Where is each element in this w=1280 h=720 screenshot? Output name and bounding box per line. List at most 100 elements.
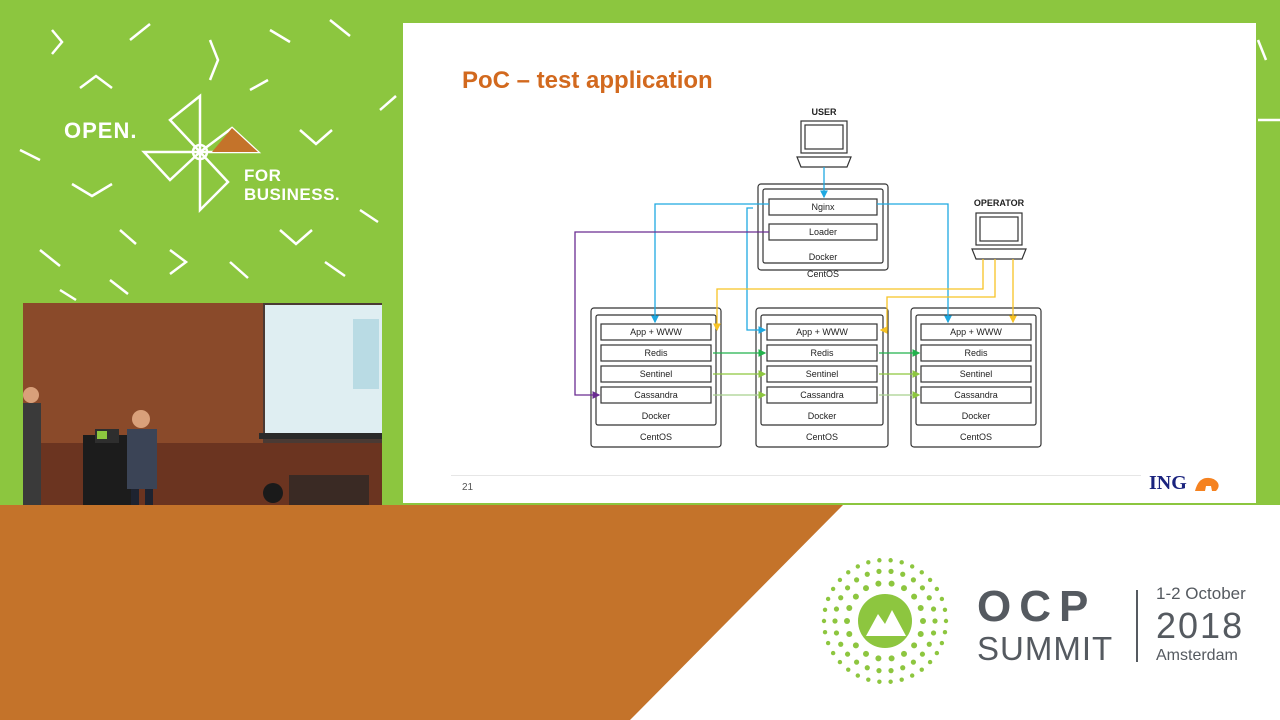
emblem-dot: [911, 642, 918, 649]
cluster-node-2: App + WWW Redis Sentinel Cassandra Docke…: [755, 307, 889, 448]
nginx-to-node3-arrow: [877, 203, 952, 324]
emblem-dot: [825, 640, 831, 646]
emblem-dot: [877, 558, 882, 563]
slide-title: PoC – test application: [462, 67, 713, 94]
loader-label: Loader: [809, 227, 837, 237]
brand-for-business-text: FOR BUSINESS.: [244, 166, 341, 204]
emblem-dot: [926, 641, 932, 647]
emblem-dot: [930, 630, 937, 636]
ocp-summit-emblem-icon: [821, 558, 949, 684]
node2-centos-label: CentOS: [806, 432, 838, 442]
emblem-dot: [838, 641, 844, 647]
emblem-dot: [846, 605, 853, 612]
emblem-dot: [844, 585, 851, 591]
nginx-label: Nginx: [811, 202, 835, 212]
node1-centos-label: CentOS: [640, 432, 672, 442]
emblem-dot: [863, 585, 869, 592]
ocp-summit-label: SUMMIT: [977, 630, 1114, 667]
presenter-video-image: [23, 303, 382, 505]
emblem-dot: [832, 618, 838, 624]
brand-open-text: OPEN.: [64, 118, 138, 143]
top-docker-label: Docker: [809, 252, 838, 262]
nginx-to-node2-arrow: [746, 207, 767, 334]
emblem-dot: [852, 593, 859, 600]
emblem-dot: [934, 586, 940, 592]
emblem-dot: [919, 570, 924, 575]
operator-to-node1-arrow: [713, 259, 984, 332]
operator-label: OPERATOR: [974, 198, 1025, 208]
presentation-slide: USER Nginx Loader Docker CentOS OPERATOR: [403, 23, 1256, 503]
emblem-dot: [942, 630, 948, 635]
emblem-dot: [863, 650, 869, 657]
user-computer-icon: [796, 120, 852, 168]
emblem-dot: [932, 618, 938, 624]
emblem-dot: [837, 659, 843, 665]
emblem-dot: [888, 668, 894, 674]
operator-computer-icon: [971, 212, 1027, 260]
nginx-component: [768, 198, 878, 216]
emblem-dot: [821, 618, 827, 624]
emblem-dot: [888, 558, 893, 563]
ing-logo-text: ING: [1149, 472, 1187, 494]
emblem-dot: [864, 665, 870, 671]
node2-cassandra-label: Cassandra: [800, 390, 844, 400]
emblem-dot: [919, 651, 926, 657]
emblem-dot: [866, 677, 871, 682]
event-date: 1-2 October: [1156, 584, 1246, 603]
emblem-dot: [866, 560, 871, 565]
emblem-dot: [927, 577, 933, 583]
cluster-node-3: App + WWW Redis Sentinel Cassandra Docke…: [910, 307, 1042, 448]
event-city: Amsterdam: [1156, 647, 1238, 664]
node3-app-label: App + WWW: [950, 327, 1002, 337]
emblem-dot: [926, 595, 932, 601]
emblem-dot: [855, 564, 861, 569]
emblem-dot: [930, 606, 937, 612]
top-centos-label: CentOS: [807, 269, 839, 279]
emblem-dot: [899, 560, 904, 565]
emblem-dot: [919, 585, 926, 591]
emblem-dot: [846, 667, 851, 672]
emblem-dot: [875, 580, 882, 587]
node2-app-label: App + WWW: [796, 327, 848, 337]
ing-logo: ING: [1149, 472, 1222, 495]
node1-docker-label: Docker: [642, 411, 671, 421]
node2-docker-label: Docker: [808, 411, 837, 421]
node3-sentinel-label: Sentinel: [960, 369, 993, 379]
emblem-dot: [822, 607, 828, 612]
emblem-dot: [855, 673, 861, 678]
node3-redis-label: Redis: [964, 348, 988, 358]
presenter-video-feed: [23, 303, 382, 505]
architecture-diagram: USER Nginx Loader Docker CentOS OPERATOR: [574, 107, 1042, 448]
ocp-title: OCP: [977, 582, 1097, 631]
slide-page-number: 21: [462, 482, 474, 493]
emblem-dot: [825, 596, 831, 602]
emblem-dot: [888, 580, 895, 587]
loader-to-cassandra-arrow: [574, 231, 769, 399]
emblem-dot: [846, 630, 853, 637]
emblem-dot: [822, 630, 828, 635]
emblem-dot: [853, 577, 860, 583]
slide-footer-divider: [451, 475, 1141, 476]
node1-cassandra-label: Cassandra: [634, 390, 678, 400]
emblem-dot: [917, 630, 924, 637]
emblem-dot: [852, 642, 859, 649]
emblem-dot: [844, 651, 851, 657]
emblem-dot: [901, 650, 907, 657]
emblem-dot: [909, 564, 915, 569]
emblem-dot: [920, 618, 926, 624]
emblem-dot: [910, 659, 917, 665]
node1-redis-label: Redis: [644, 348, 668, 358]
emblem-dot: [838, 595, 844, 601]
emblem-dot: [911, 593, 918, 600]
emblem-dot: [901, 585, 907, 592]
node3-cassandra-label: Cassandra: [954, 390, 998, 400]
cluster-node-1: App + WWW Redis Sentinel Cassandra Docke…: [590, 307, 722, 448]
node3-docker-label: Docker: [962, 411, 991, 421]
operator-to-node2-arrow: [879, 259, 996, 334]
emblem-dot: [910, 577, 917, 583]
nginx-to-node1-arrow: [651, 203, 769, 324]
emblem-dot: [888, 568, 894, 574]
emblem-dot: [888, 655, 895, 662]
emblem-dot: [942, 607, 948, 612]
